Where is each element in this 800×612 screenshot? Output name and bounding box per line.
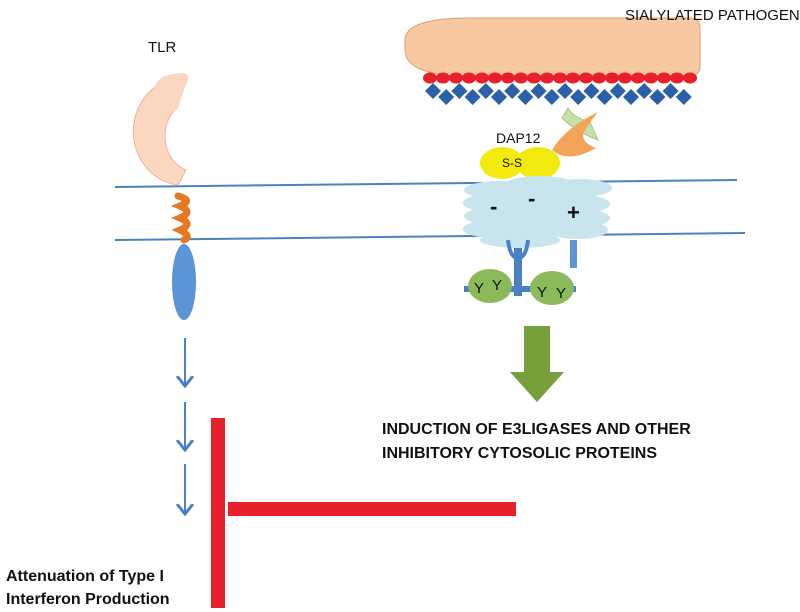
sialic-acid-residue [423, 72, 437, 84]
glycan-residue [543, 89, 560, 105]
attenuation-text-line1: Attenuation of Type I [6, 568, 164, 585]
toll-like-receptor-icon [132, 73, 196, 320]
glycan-residue [477, 83, 494, 99]
pathogen-label: SIALYLATED PATHOGEN [625, 7, 800, 24]
glycan-residue [438, 89, 455, 105]
tyrosine-1: Y [474, 280, 484, 297]
pathogen-icon [404, 17, 701, 77]
sialic-acid-residue [540, 72, 554, 84]
dap12-label: DAP12 [496, 130, 541, 146]
membrane-outer-line [114, 179, 738, 188]
glycan-residue [557, 83, 573, 99]
sialic-acid-residue [657, 72, 671, 84]
tlr-cytoplasmic-tail [172, 244, 196, 320]
glycan-residue [596, 89, 613, 105]
glycan-residue [491, 89, 507, 105]
membrane-inner-line [114, 232, 746, 241]
tyrosine-2: Y [492, 277, 502, 294]
sialic-acid-residue [449, 72, 463, 84]
sialic-acid-residue [553, 72, 567, 84]
charge-minus-2: - [528, 186, 535, 211]
sialic-acid-residue [670, 72, 684, 84]
attenuation-text-line2: Interferon Production [6, 591, 170, 608]
glycan-residue [609, 83, 626, 99]
siglec-receptor-icon [552, 107, 599, 157]
sialic-acid-residue [462, 72, 476, 84]
glycan-residue [623, 89, 639, 105]
sialic-acid-residue [475, 72, 489, 84]
sialic-acid-residue [683, 72, 697, 84]
glycan-residue [530, 83, 547, 99]
glycan-residue [570, 89, 587, 105]
tyrosine-4: Y [556, 285, 566, 302]
glycan-residue [464, 89, 481, 105]
inhibition-bar-icon [211, 418, 516, 608]
sialic-acid-residue [618, 72, 632, 84]
glycan-residue [675, 89, 692, 105]
sialic-acid-residue [501, 72, 515, 84]
sialic-acid-residue [514, 72, 528, 84]
induction-text-line1: INDUCTION OF E3LIGASES AND OTHER [382, 421, 691, 438]
induction-text-line2: INHIBITORY CYTOSOLIC PROTEINS [382, 445, 657, 462]
charge-minus-1: - [490, 194, 497, 219]
sialic-acid-residue [605, 72, 619, 84]
disulfide-label: S-S [502, 156, 522, 170]
glycan-residue [425, 83, 441, 99]
glycan-residue [649, 89, 666, 105]
sialic-acid-residue [631, 72, 645, 84]
tlr-label: TLR [148, 39, 177, 56]
tyrosine-3: Y [537, 284, 547, 301]
glycan-residue [504, 83, 521, 99]
receptor-cluster [463, 176, 612, 248]
glycan-residue [583, 83, 600, 99]
glycan-residue [636, 83, 653, 99]
itam-domains [468, 269, 574, 305]
sialic-acid-residue [592, 72, 606, 84]
down-arrow-icon [510, 326, 564, 402]
sialic-acid-chain [423, 72, 697, 105]
sialic-acid-residue [579, 72, 593, 84]
receptor-cytoplasmic-stalk [464, 239, 577, 296]
tlr-transmembrane-coil [171, 192, 191, 244]
sialic-acid-residue [436, 72, 450, 84]
sialic-acid-residue [644, 72, 658, 84]
sialic-acid-residue [527, 72, 541, 84]
sialic-acid-residue [488, 72, 502, 84]
glycan-residue [451, 83, 468, 99]
sialic-acid-residue [566, 72, 580, 84]
dap12-adaptor-icon [480, 147, 560, 179]
charge-plus: + [567, 200, 580, 225]
glycan-residue [662, 83, 679, 99]
glycan-residue [517, 89, 534, 105]
